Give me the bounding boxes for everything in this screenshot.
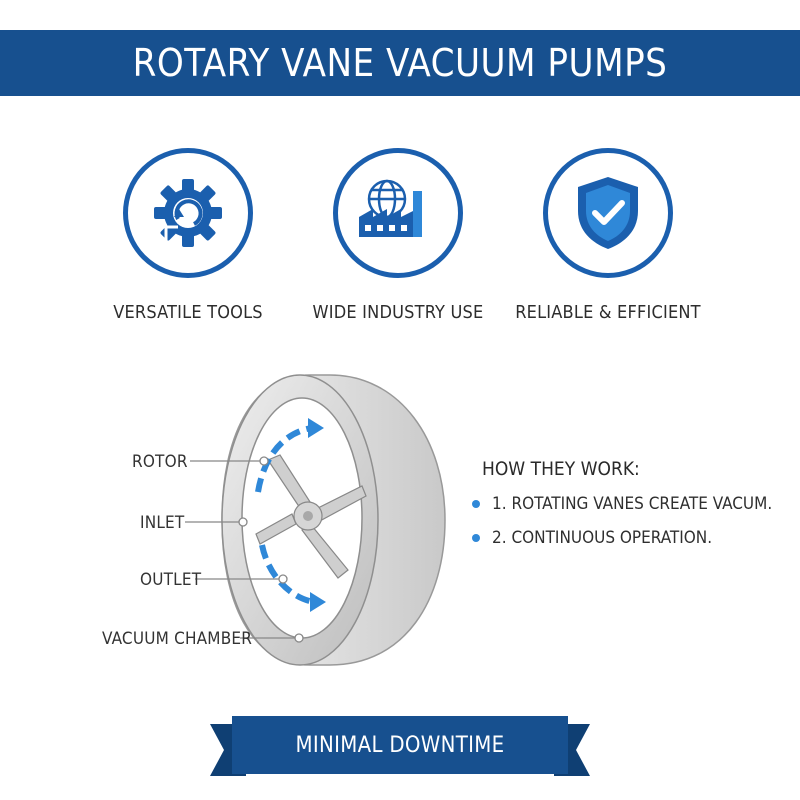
- step-item: 1. ROTATING VANES CREATE VACUM.: [472, 494, 772, 514]
- bullet-icon: [472, 500, 480, 508]
- flow-arrowhead: [308, 418, 324, 438]
- feature-versatile-tools: VERSATILE TOOLS: [93, 148, 283, 323]
- feature-label: WIDE INDUSTRY USE: [312, 302, 484, 323]
- label-rotor: ROTOR: [132, 452, 188, 472]
- step-text: 2. CONTINUOUS OPERATION.: [492, 528, 713, 548]
- flow-arrow-inlet: [255, 425, 313, 493]
- feature-label: RELIABLE & EFFICIENT: [515, 302, 701, 323]
- feature-circle: [543, 148, 673, 278]
- title-banner: ROTARY VANE VACUUM PUMPS: [0, 30, 800, 96]
- label-inlet: INLET: [140, 513, 185, 533]
- factory-globe-icon: [359, 179, 422, 237]
- shield-check-icon: [578, 177, 638, 249]
- how-it-works-title: HOW THEY WORK:: [482, 458, 640, 480]
- step-text: 1. ROTATING VANES CREATE VACUM.: [492, 494, 773, 514]
- label-outlet: OUTLET: [140, 570, 202, 590]
- feature-label: VERSATILE TOOLS: [113, 302, 263, 323]
- ribbon-banner: [210, 716, 590, 776]
- feature-circle: [123, 148, 253, 278]
- ribbon-text: MINIMAL DOWNTIME: [295, 732, 505, 758]
- feature-reliable-efficient: RELIABLE & EFFICIENT: [513, 148, 703, 323]
- gear-cycle-icon: [154, 179, 222, 247]
- rotor-vanes: [255, 454, 367, 579]
- pump-diagram: [185, 374, 446, 666]
- feature-wide-industry-use: WIDE INDUSTRY USE: [303, 148, 493, 323]
- label-vacuum-chamber: VACUUM CHAMBER: [102, 629, 253, 649]
- bullet-icon: [472, 534, 480, 542]
- rotor-shaft: [303, 511, 313, 521]
- feature-circle: [333, 148, 463, 278]
- page-title: ROTARY VANE VACUUM PUMPS: [132, 41, 668, 85]
- step-item: 2. CONTINUOUS OPERATION.: [472, 528, 712, 548]
- flow-arrowhead: [310, 592, 326, 612]
